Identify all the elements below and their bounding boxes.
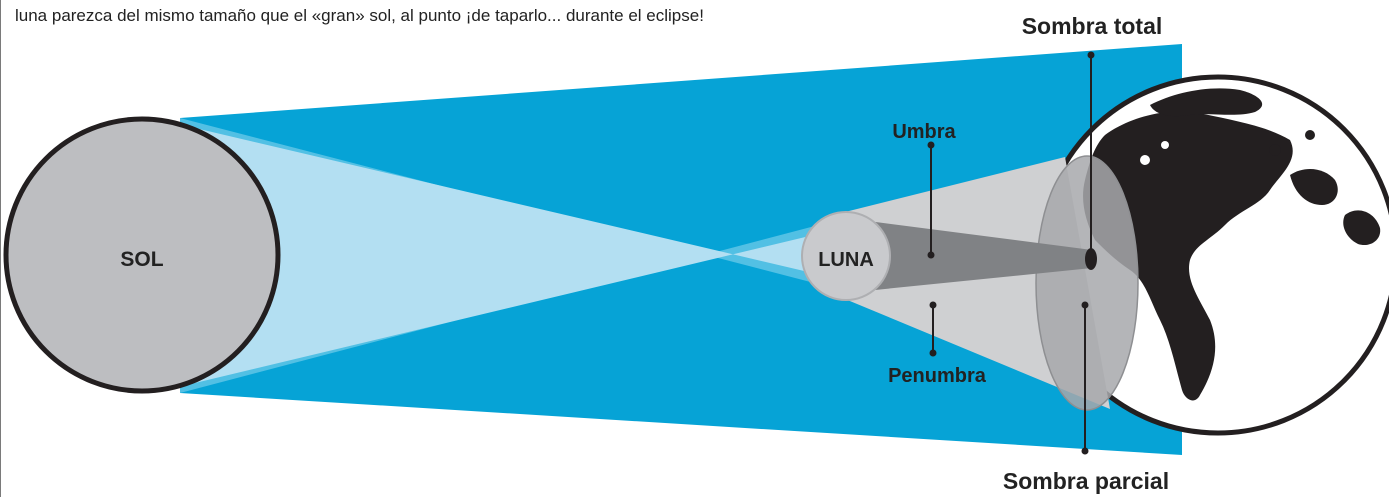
intro-text: luna parezca del mismo tamaño que el «gr… bbox=[15, 6, 704, 25]
partial-shadow-disc bbox=[1035, 155, 1139, 411]
sun-label: SOL bbox=[120, 248, 163, 271]
partial-shadow-label: Sombra parcial bbox=[1003, 468, 1169, 494]
earth-continent-north bbox=[1150, 88, 1263, 117]
sun bbox=[3, 116, 281, 394]
inner-light-rays bbox=[195, 128, 868, 383]
earth-island-right bbox=[1343, 210, 1381, 246]
left-border-line bbox=[0, 0, 1, 497]
earth-island-east bbox=[1290, 168, 1338, 205]
total-shadow-spot bbox=[1085, 248, 1097, 270]
moon-label: LUNA bbox=[818, 249, 874, 271]
umbra-label: Umbra bbox=[892, 121, 956, 143]
earth-continent-americas bbox=[1083, 111, 1293, 401]
penumbra-label: Penumbra bbox=[888, 365, 987, 387]
total-shadow-label: Sombra total bbox=[1022, 13, 1163, 39]
umbra-cone bbox=[845, 218, 1092, 293]
moon bbox=[801, 211, 891, 301]
